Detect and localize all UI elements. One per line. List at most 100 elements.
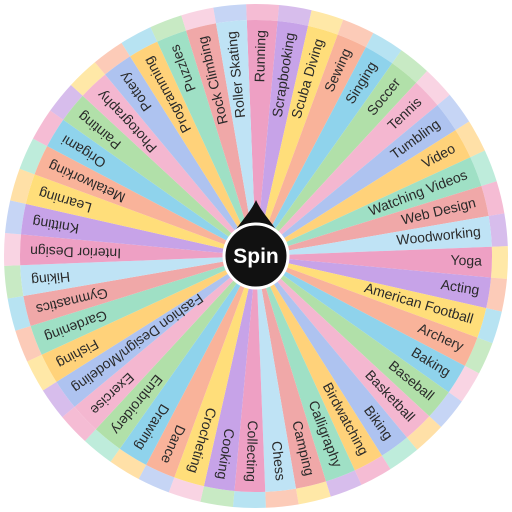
wheel-segment [41, 256, 257, 382]
outer-ring-segment [437, 94, 470, 131]
outer-ring-segment [84, 429, 120, 462]
wheel-segment [95, 256, 256, 449]
wheel-segment [256, 256, 487, 338]
wheel-segment [256, 105, 456, 256]
wheel-segment [30, 256, 256, 355]
outer-ring-segment [265, 488, 299, 508]
wheel-segment [119, 256, 256, 465]
wheel-segment [256, 256, 355, 482]
wheel-segment [234, 256, 266, 493]
outer-ring-segment [62, 406, 96, 442]
wheel-segment-label: Acting [440, 276, 481, 298]
wheel-segment [256, 256, 492, 309]
outer-ring-segment [19, 138, 48, 175]
outer-ring-segment [213, 4, 247, 24]
wheel-segment-label: Yoga [450, 252, 482, 269]
outer-ring-segment [455, 121, 485, 158]
outer-ring-segment [168, 477, 204, 502]
outer-ring-segment [5, 200, 26, 235]
outer-ring-segment [4, 265, 24, 299]
wheel-segment [256, 82, 438, 256]
outer-ring-segment [7, 295, 31, 331]
spin-hub[interactable] [222, 222, 290, 290]
outer-ring-segment [295, 481, 331, 505]
wheel-segment [256, 256, 430, 438]
outer-ring-segment [381, 437, 418, 470]
outer-ring-segment [354, 455, 391, 485]
spin-label: Spin [233, 245, 279, 268]
wheel-segment-label: Running [251, 30, 268, 83]
wheel-segment [256, 256, 449, 417]
wheel-segment-label: Hiking [31, 269, 71, 289]
outer-ring-segment [491, 246, 509, 280]
outer-ring-segment [32, 110, 64, 147]
outer-ring-segment [486, 277, 507, 312]
wheel-segment [256, 47, 393, 257]
outer-ring-segment [110, 448, 147, 480]
outer-ring-segment [337, 19, 374, 48]
wheel-segment [20, 256, 257, 296]
wheel-segment [146, 256, 256, 478]
wheel-segment [174, 256, 256, 487]
wheel-segment [256, 25, 338, 256]
outer-ring-segment [464, 337, 493, 374]
wheel-segment-label: Collecting [243, 420, 261, 482]
outer-ring-segment [488, 213, 508, 247]
wheel-segment [216, 20, 256, 257]
outer-ring-segment [246, 3, 280, 21]
outer-ring-segment [392, 50, 428, 83]
wheel-segment [256, 256, 407, 456]
wheel-segment [203, 256, 256, 492]
wheel-segment-label: Knitting [31, 214, 80, 237]
outer-ring-segment [3, 232, 21, 266]
wheel-segment [20, 234, 257, 266]
outer-ring-segment [15, 325, 42, 362]
wheel-segments [20, 20, 493, 493]
wheel-segment [74, 256, 256, 430]
outer-ring-segment [27, 354, 57, 391]
outer-ring-segment [181, 7, 217, 31]
outer-ring-segment [365, 32, 402, 64]
outer-ring-segment [232, 491, 266, 509]
outer-ring-segment [150, 15, 187, 42]
outer-ring-segment [70, 62, 106, 96]
wheel-segment [20, 203, 257, 256]
outer-ring-segment [200, 486, 235, 507]
wheel-segment [25, 174, 256, 256]
wheel-segment [82, 74, 256, 256]
outer-ring-segment [481, 181, 505, 217]
wheel-segment [256, 63, 417, 256]
wheel-segment [256, 216, 492, 256]
outer-ring-segment [470, 150, 497, 187]
wheel-segment [23, 256, 257, 326]
outer-ring-segment [406, 416, 442, 450]
outer-ring-segment [325, 470, 362, 497]
spin-button[interactable]: Spin [222, 200, 290, 290]
wheel-segment [56, 256, 256, 407]
wheel-segment [256, 256, 382, 471]
wheel-segment [256, 256, 296, 492]
wheel-segment [47, 119, 257, 256]
outer-ring-segment [50, 84, 83, 120]
wheel-segment [256, 130, 471, 256]
wheel-segment [256, 186, 489, 256]
wheel-segment [256, 256, 465, 393]
wheel-segment-label: Interior Design [30, 243, 121, 261]
outer-ring-segment [138, 464, 175, 493]
outer-ring [3, 3, 509, 509]
wheel-segment [105, 56, 256, 256]
outer-ring-segment [121, 27, 158, 57]
outer-ring-segment [416, 70, 450, 106]
wheel-segment [256, 34, 366, 256]
wheel-segment [256, 256, 326, 489]
outer-ring-segment [94, 42, 131, 75]
wheel-segment [34, 146, 256, 256]
outer-ring-segment [308, 10, 344, 35]
wheel-segment-label: Cooking [214, 427, 238, 480]
wheel-segment [130, 41, 256, 257]
wheel-segment [63, 95, 256, 256]
outer-ring-segment [277, 5, 312, 26]
outer-ring-segment [42, 381, 75, 418]
